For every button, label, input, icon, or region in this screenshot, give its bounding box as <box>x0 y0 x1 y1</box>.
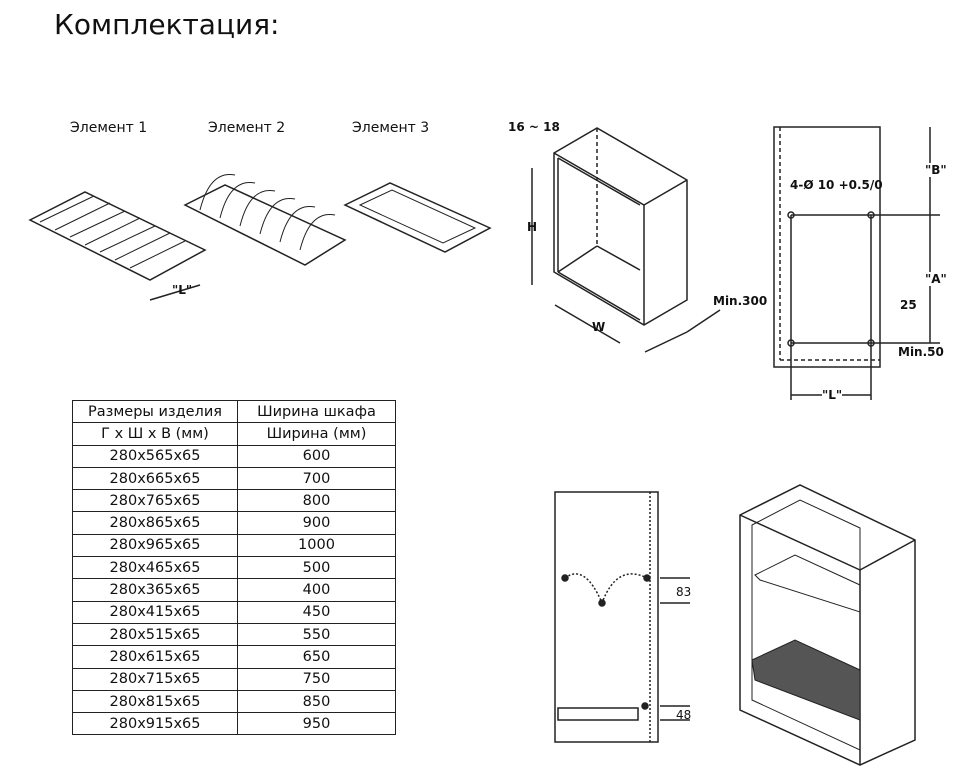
element-2-drawing <box>183 173 347 266</box>
holes-label: 4-Ø 10 +0.5/0 <box>790 178 883 192</box>
product-size-cell: 280x465x65 <box>72 556 238 580</box>
cabinet-width-cell: 700 <box>237 466 396 491</box>
b-label: "B" <box>925 163 947 177</box>
product-size-cell: 280x815x65 <box>72 689 238 714</box>
cabinet-width-cell: 650 <box>237 645 396 669</box>
element-3-drawing <box>343 182 492 253</box>
cabinet-width-cell: 950 <box>237 712 396 736</box>
cabinet-width-cell: 750 <box>237 667 396 691</box>
table-header-row: Г x Ш x В (мм)Ширина (мм) <box>72 422 396 446</box>
min-label: Min.50 <box>898 345 944 359</box>
product-size-cell: 280x365x65 <box>72 578 238 602</box>
product-size-cell: 280x765x65 <box>72 489 238 513</box>
header-cell: Ширина (мм) <box>237 422 396 446</box>
product-size-cell: 280x715x65 <box>72 667 238 691</box>
cabinet-width-cell: 600 <box>237 444 396 468</box>
element-2-label: Элемент 2 <box>208 120 286 136</box>
product-size-cell: 280x415x65 <box>72 600 238 624</box>
product-size-cell: 280x965x65 <box>72 533 238 558</box>
a-label: "A" <box>925 272 947 286</box>
width-label: W <box>592 320 606 334</box>
offset-label: 25 <box>900 298 917 312</box>
product-size-cell: 280x915x65 <box>72 712 238 736</box>
element-3-label: Элемент 3 <box>352 120 430 136</box>
product-size-cell: 280x665x65 <box>72 466 238 491</box>
product-size-cell: 280x615x65 <box>72 645 238 669</box>
depth-label: Min.300 <box>713 294 768 308</box>
element-1-drawing <box>28 191 207 301</box>
header-cell: Размеры изделия <box>72 399 238 424</box>
cabinet-width-cell: 900 <box>237 511 396 535</box>
bottom-label: 48 <box>676 708 692 722</box>
gap-label: 83 <box>676 585 692 599</box>
cabinet-width-cell: 800 <box>237 489 396 513</box>
element-1-label: Элемент 1 <box>70 120 148 136</box>
header-cell: Г x Ш x В (мм) <box>72 422 238 446</box>
page-title: Комплектация: <box>54 8 280 41</box>
cabinet-width-cell: 450 <box>237 600 396 624</box>
cabinet-width-cell: 500 <box>237 556 396 580</box>
mounting-plate-drawing <box>773 126 940 400</box>
l-label: "L" <box>822 388 843 402</box>
cabinet-width-cell: 850 <box>237 689 396 714</box>
product-size-cell: 280x565x65 <box>72 444 238 468</box>
thickness-label: 16 ~ 18 <box>508 120 560 134</box>
cabinet-iso-drawing <box>531 127 721 353</box>
cabinet-width-cell: 1000 <box>237 533 396 558</box>
product-size-cell: 280x865x65 <box>72 511 238 535</box>
cabinet-width-cell: 550 <box>237 622 396 647</box>
element-1-dim-label: "L" <box>172 283 193 297</box>
header-cell: Ширина шкафа <box>237 399 396 424</box>
cabinet-assembly-drawing <box>739 484 916 766</box>
product-size-cell: 280x515x65 <box>72 622 238 647</box>
height-label: H <box>527 220 538 234</box>
side-view-drawing <box>554 491 690 743</box>
cabinet-width-cell: 400 <box>237 578 396 602</box>
